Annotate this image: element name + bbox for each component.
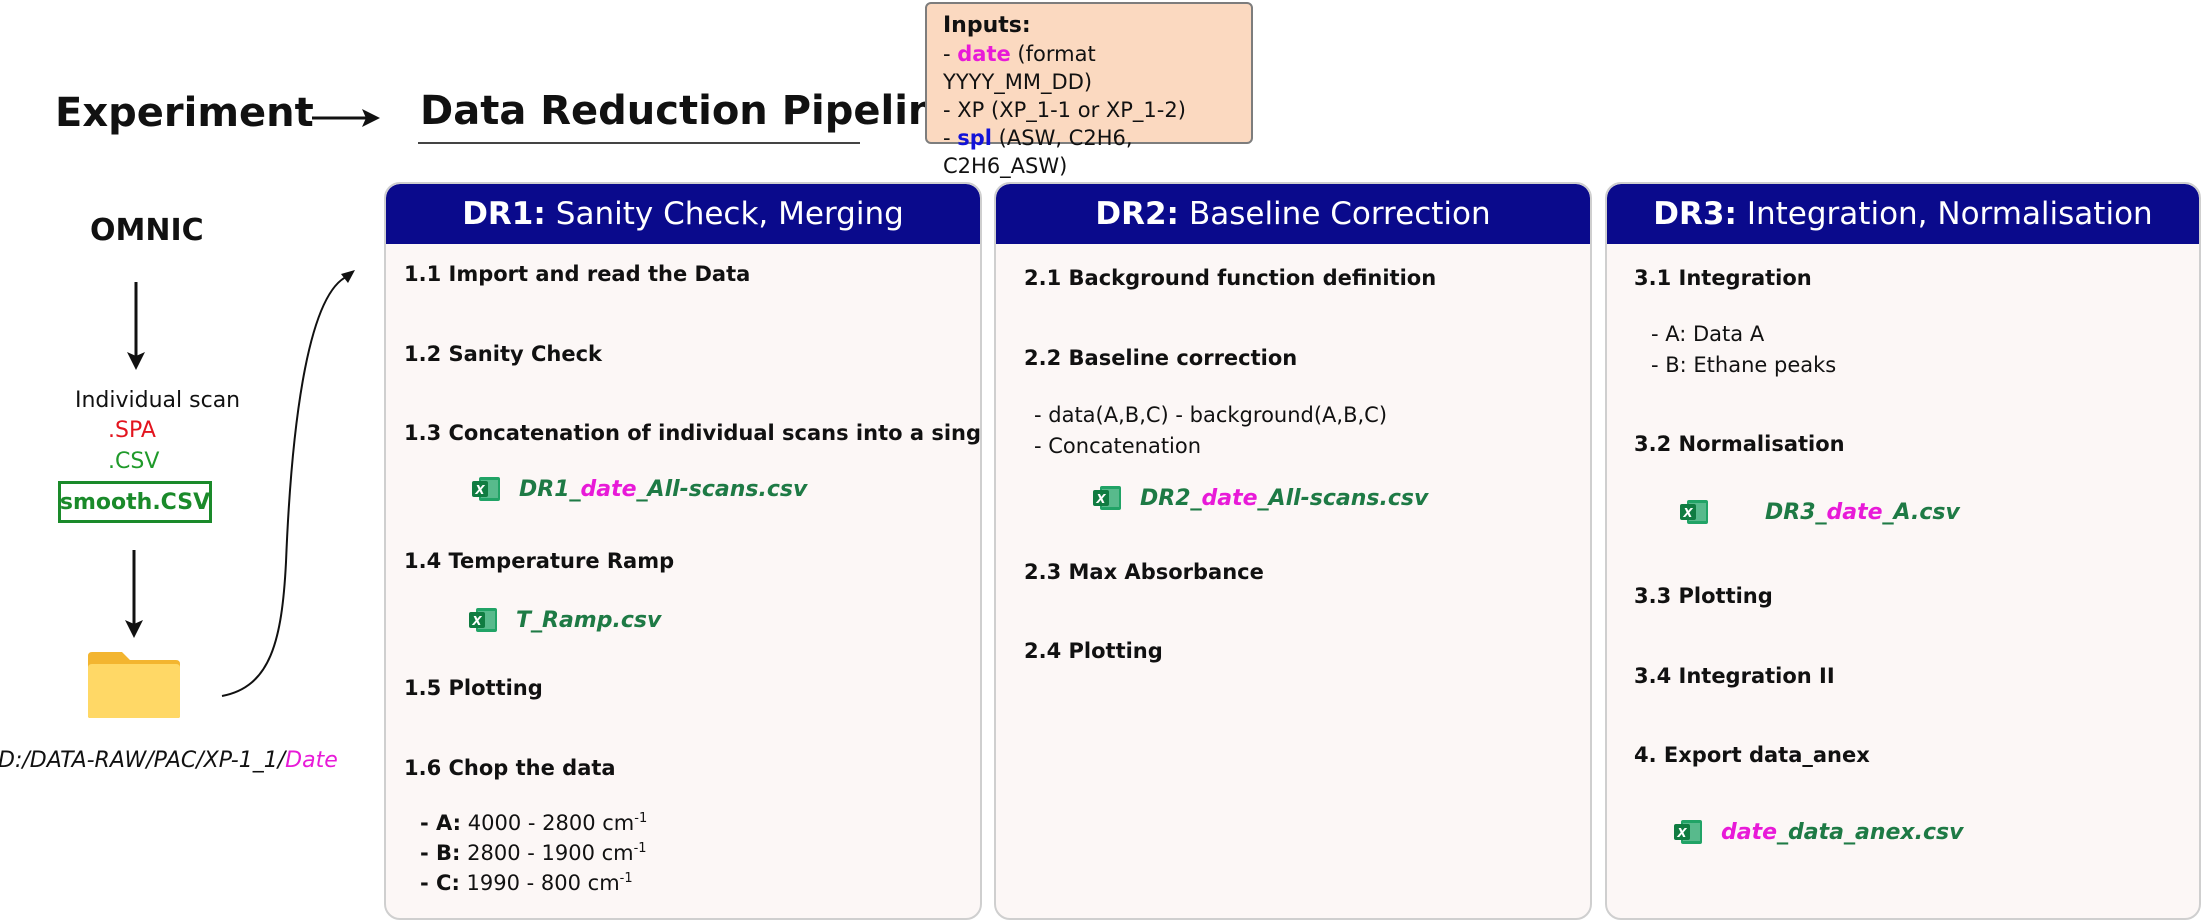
dr1-step-1-1: 1.1 Import and read the Data [404,262,751,286]
experiment-title: Experiment [55,90,314,136]
dr3-step-3-3: 3.3 Plotting [1634,584,1773,608]
dr1-step-1-6: 1.6 Chop the data [404,756,616,780]
dr1-tag: DR1: [462,196,546,232]
excel-icon: X [1093,486,1121,510]
dr2-title: Baseline Correction [1188,196,1491,232]
pipeline-underline [418,142,860,144]
omnic-label: OMNIC [90,213,204,248]
dr1-title: Sanity Check, Merging [555,196,904,232]
input-date: - date (format YYYY_MM_DD) [943,42,1096,94]
smooth-csv-badge: smooth.CSV [58,481,212,523]
dr3-header: DR3:Integration, Normalisation [1607,184,2199,244]
baseline-bullet-1: - data(A,B,C) - background(A,B,C) [1034,403,1388,427]
svg-text:X: X [471,614,482,628]
input-spl: - spl (ASW, C2H6, C2H6_ASW) [943,126,1133,178]
chop-range-a: - A: 4000 - 2800 cm-1 [420,811,648,835]
individual-scan-label: Individual scan [75,388,241,413]
dr2-tag: DR2: [1095,196,1179,232]
integration-item-b: - B: Ethane peaks [1651,353,1837,377]
input-spl-key: spl [957,126,992,150]
inputs-box: Inputs: - date (format YYYY_MM_DD) - XP … [925,2,1253,178]
inputs-title: Inputs: [943,13,1031,38]
excel-icon: X [1674,820,1702,844]
input-date-key: date [957,42,1011,66]
dr3-step-3-4: 3.4 Integration II [1634,664,1835,688]
pipeline-title: Data Reduction Pipeline [420,88,964,134]
integration-item-a: - A: Data A [1651,322,1765,346]
raw-data-path: D:/DATA-RAW/PAC/XP-1_1/Date [0,748,338,773]
dr2-step-2-3: 2.3 Max Absorbance [1024,560,1264,584]
dr3-panel: DR3:Integration, Normalisation 3.1 Integ… [1605,182,2201,920]
svg-text:X: X [474,483,485,497]
input-xp: - XP (XP_1-1 or XP_1-2) [943,98,1186,122]
arrow-down-icon [127,282,145,370]
csv-format: .CSV [108,449,160,474]
dr3-step-3-2: 3.2 Normalisation [1634,432,1845,456]
baseline-bullet-2: - Concatenation [1034,434,1202,458]
dr2-step-2-4: 2.4 Plotting [1024,639,1163,663]
dr1-all-scans-file: X DR1_date_All-scans.csv [471,474,807,504]
dr2-step-2-2: 2.2 Baseline correction [1024,346,1298,370]
dr2-all-scans-file: X DR2_date_All-scans.csv [1092,483,1428,513]
arrow-down-icon [125,550,143,638]
excel-icon: X [469,608,497,632]
path-date: Date [285,748,338,773]
dr2-step-2-1: 2.1 Background function definition [1024,266,1437,290]
data-anex-file: X date_data_anex.csv [1673,817,1963,847]
dr1-step-1-4: 1.4 Temperature Ramp [404,549,675,573]
dr3-tag: DR3: [1653,196,1737,232]
svg-text:X: X [1676,826,1687,840]
dr1-panel: DR1:Sanity Check, Merging 1.1 Import and… [384,182,982,920]
input-xp-key: XP [957,98,985,122]
excel-icon: X [1680,500,1708,524]
spa-format: .SPA [108,418,156,443]
chop-range-b: - B: 2800 - 1900 cm-1 [420,841,647,865]
dr3-title: Integration, Normalisation [1746,196,2153,232]
dr1-step-1-2: 1.2 Sanity Check [404,342,603,366]
t-ramp-file: X T_Ramp.csv [468,605,661,635]
dr1-step-1-3: 1.3 Concatenation of individual scans in… [404,421,982,445]
dr1-header: DR1:Sanity Check, Merging [386,184,980,244]
excel-icon: X [472,477,500,501]
dr3-step-4: 4. Export data_anex [1634,743,1870,767]
svg-text:X: X [1682,506,1693,520]
dr1-step-1-5: 1.5 Plotting [404,676,543,700]
chop-range-c: - C: 1990 - 800 cm-1 [420,871,633,895]
dr2-panel: DR2:Baseline Correction 2.1 Background f… [994,182,1592,920]
dr2-header: DR2:Baseline Correction [996,184,1590,244]
folder-icon [88,652,180,718]
svg-text:X: X [1095,492,1106,506]
arrow-right-icon [312,109,380,127]
curved-arrow-icon [221,270,355,697]
dr3-a-file: X DR3_date_A.csv [1679,497,1960,527]
dr3-step-3-1: 3.1 Integration [1634,266,1812,290]
